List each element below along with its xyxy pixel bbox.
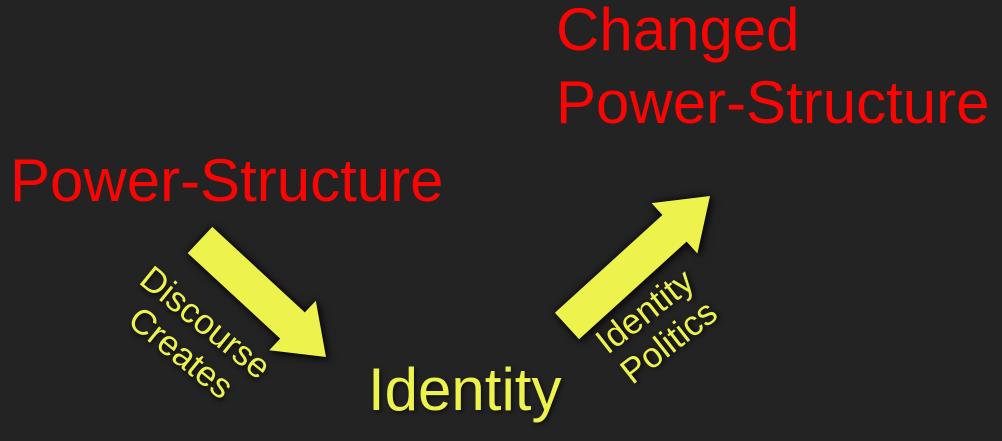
node-changed-power-structure-line1: Changed [556, 0, 800, 63]
node-power-structure: Power-Structure [10, 147, 444, 214]
arrow-discourse-creates-icon [187, 226, 326, 357]
node-identity: Identity [368, 356, 562, 423]
node-changed-power-structure-line2: Power-Structure [556, 69, 990, 137]
node-changed-power-structure: Changed Power-Structure [556, 0, 989, 139]
arrow-identity-politics-icon [554, 196, 710, 340]
